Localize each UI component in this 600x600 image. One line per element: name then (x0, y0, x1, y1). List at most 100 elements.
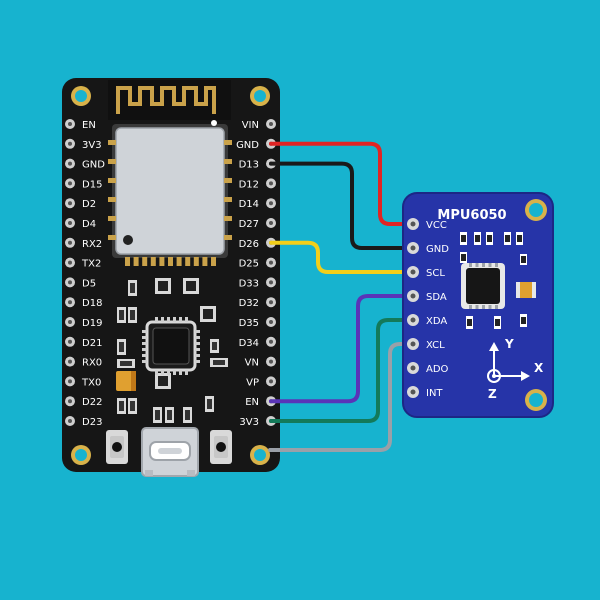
pin-label: GND (236, 140, 259, 151)
wire-sda (269, 294, 415, 404)
wire-xcl (268, 342, 415, 452)
pin-hole (269, 122, 273, 126)
pin-label: D5 (82, 278, 96, 289)
pin-hole (269, 320, 273, 324)
pin-label: D34 (239, 338, 259, 349)
sensor-pin-label: VCC (426, 220, 447, 231)
pin-hole (68, 280, 72, 285)
pin-left-d2[interactable]: D2 (65, 198, 96, 210)
pin-hole (269, 379, 273, 384)
pin-left-tx0[interactable]: TX0 (65, 376, 101, 388)
pin-left-d21[interactable]: D21 (65, 336, 102, 349)
boot-button[interactable] (106, 430, 128, 464)
pin-hole (68, 399, 72, 404)
pin-right-vn[interactable]: VN (245, 356, 276, 369)
pin-label: D33 (239, 278, 259, 289)
pin-right-d34[interactable]: D34 (239, 336, 276, 349)
pin-left-rx0[interactable]: RX0 (65, 356, 102, 369)
pin-left-tx2[interactable]: TX2 (65, 257, 101, 270)
pin-left-gnd[interactable]: GND (65, 158, 105, 171)
pin-label: D21 (82, 338, 102, 349)
pin-label: VN (245, 358, 259, 369)
pin-hole (410, 245, 416, 251)
pin-label: D26 (239, 239, 259, 250)
pin-label: 3V3 (239, 417, 259, 428)
pin-right-vin[interactable]: VIN (242, 119, 276, 131)
pin-hole (269, 221, 273, 225)
pin-label: D18 (82, 298, 102, 309)
pin-right-d32[interactable]: D32 (239, 297, 276, 309)
sensor-pin-int[interactable]: INT (407, 386, 443, 399)
pin-hole (269, 181, 273, 186)
esp32-board: EN3V3GNDD15D2D4RX2TX2D5D18D19D21RX0TX0D2… (62, 78, 280, 477)
pin-left-en[interactable]: EN (65, 119, 96, 131)
sensor-pin-ado[interactable]: ADO (407, 362, 449, 375)
pin-hole (68, 260, 72, 265)
sensor-pin-label: XCL (426, 340, 445, 351)
pin-right-d25[interactable]: D25 (239, 257, 276, 270)
pin-left-d22[interactable]: D22 (65, 396, 102, 408)
pin-hole (269, 201, 273, 206)
axis-z-label: Z (488, 387, 497, 401)
pin-right-d14[interactable]: D14 (239, 198, 276, 210)
reset-button[interactable] (210, 430, 232, 464)
pin-hole (410, 221, 416, 227)
axis-indicator: Y X Z (487, 337, 544, 401)
pin-hole (410, 269, 416, 275)
pin-label: 3V3 (82, 140, 102, 151)
sensor-pin-xda[interactable]: XDA (407, 314, 447, 327)
pin-hole (269, 280, 273, 285)
pin-label: VP (246, 377, 259, 388)
pin-label: D2 (82, 199, 96, 210)
pin-hole (410, 317, 416, 323)
pin-right-d12[interactable]: D12 (239, 178, 276, 190)
sensor-pin-xcl[interactable]: XCL (407, 338, 445, 351)
pin-hole (410, 293, 416, 299)
mpu6050-module: MPU6050 Y (402, 192, 554, 418)
pin-label: RX2 (82, 239, 102, 250)
pin-label: D19 (82, 318, 102, 329)
wire-vcc (269, 141, 415, 226)
pin-left-d18[interactable]: D18 (65, 297, 102, 309)
pin-label: D27 (239, 219, 259, 230)
pin-hole (68, 359, 72, 364)
sensor-pin-label: XDA (426, 316, 447, 327)
pin-label: D13 (239, 160, 259, 171)
sensor-pin-sda[interactable]: SDA (407, 290, 447, 303)
pin-left-3v3[interactable]: 3V3 (65, 138, 102, 151)
pin-hole (410, 341, 416, 347)
pin-left-d4[interactable]: D4 (65, 218, 96, 230)
pin-hole (269, 260, 273, 265)
pin-left-d5[interactable]: D5 (65, 277, 96, 289)
pin-label: D22 (82, 397, 102, 408)
mounting-holes (71, 86, 270, 465)
pin-hole (68, 181, 72, 186)
sensor-pin-vcc[interactable]: VCC (407, 218, 447, 231)
pin-hole (269, 300, 273, 305)
pin-label: D14 (239, 199, 259, 210)
sensor-pin-scl[interactable]: SCL (407, 266, 445, 279)
usb-serial-chip (142, 317, 200, 375)
sensor-pin-gnd[interactable]: GND (407, 242, 449, 255)
pin-hole (410, 365, 416, 371)
pin-hole (68, 379, 72, 384)
pin-left-d23[interactable]: D23 (65, 416, 102, 428)
rf-shield (115, 127, 225, 255)
mpu6050-chip (461, 263, 505, 309)
sensor-pin-label: GND (426, 244, 449, 255)
pin-right-d35[interactable]: D35 (239, 317, 276, 329)
pin-label: RX0 (82, 358, 102, 369)
pin-label: D23 (82, 417, 102, 428)
sensor-pin-label: ADO (426, 364, 449, 375)
pin-left-rx2[interactable]: RX2 (65, 237, 102, 250)
pin-hole (68, 221, 72, 225)
pin-hole (68, 300, 72, 305)
axis-x-label: X (534, 361, 544, 375)
pin-right-vp[interactable]: VP (246, 376, 276, 388)
pin-hole (269, 339, 273, 344)
pin-right-d33[interactable]: D33 (239, 277, 276, 289)
micro-usb-port[interactable] (141, 427, 199, 477)
pin-left-d19[interactable]: D19 (65, 317, 102, 329)
pin-left-d15[interactable]: D15 (65, 178, 102, 190)
pin-right-d27[interactable]: D27 (239, 218, 276, 230)
